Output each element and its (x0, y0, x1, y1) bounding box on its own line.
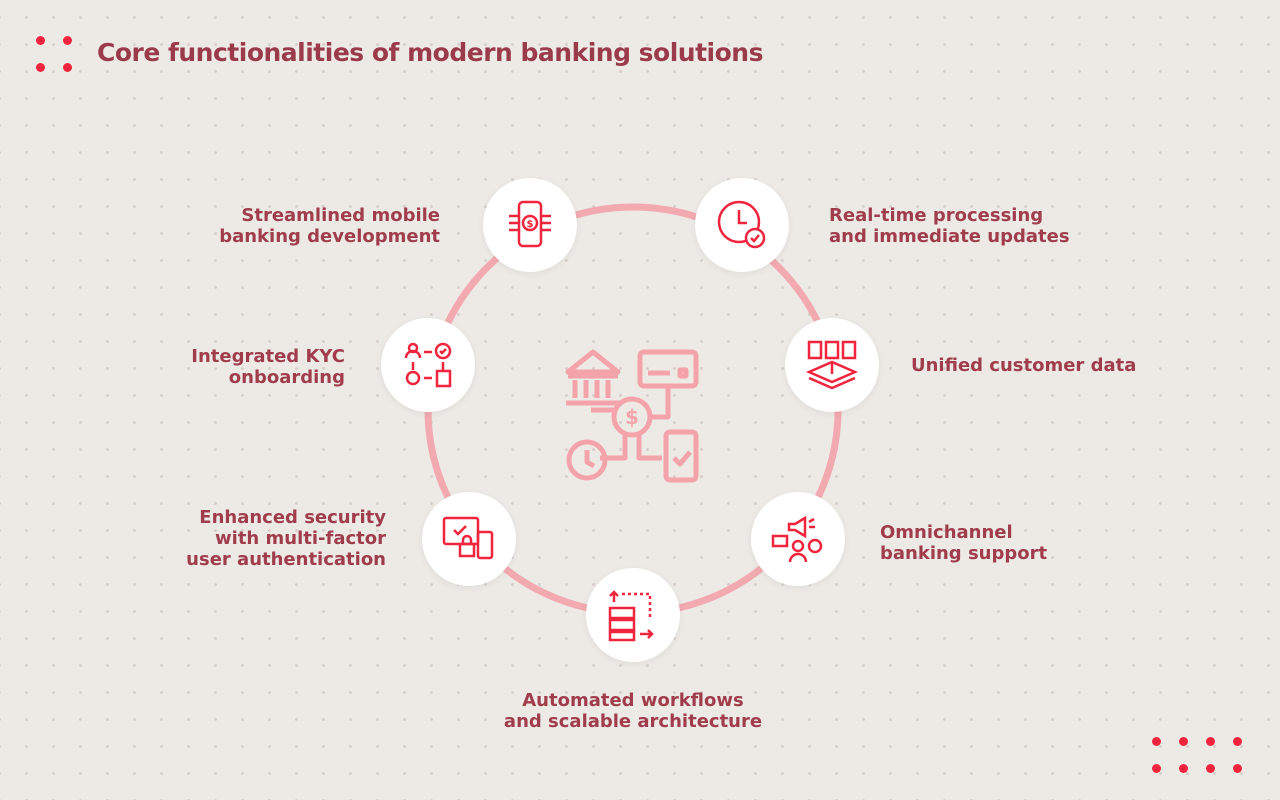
mobile-dollar-icon: $ (509, 200, 551, 248)
label-line: Streamlined mobile (241, 205, 440, 226)
label-line: with multi-factor (215, 528, 386, 549)
node-real-time (695, 178, 789, 272)
label-line: Unified customer data (911, 355, 1137, 376)
node-kyc (381, 318, 475, 412)
node-mobile-banking: $ (483, 178, 577, 272)
label-line: onboarding (228, 367, 345, 388)
label-omnichannel: Omnichannel banking support (880, 522, 1047, 564)
node-omnichannel (751, 492, 845, 586)
svg-text:$: $ (527, 219, 534, 230)
label-line: banking development (219, 226, 440, 247)
label-line: user authentication (186, 549, 386, 570)
node-workflows (586, 568, 680, 662)
label-line: Integrated KYC (191, 346, 345, 367)
workflow-servers-icon (608, 590, 654, 642)
label-line: and immediate updates (829, 226, 1070, 247)
banking-ecosystem-icon: $ (565, 349, 699, 483)
label-real-time: Real-time processing and immediate updat… (829, 205, 1070, 247)
label-line: Omnichannel (880, 522, 1013, 543)
label-mobile-banking: Streamlined mobile banking development (219, 205, 440, 247)
documents-merge-icon (805, 340, 859, 390)
label-line: Enhanced security (199, 507, 386, 528)
svg-text:$: $ (625, 405, 639, 429)
label-line: banking support (880, 543, 1048, 564)
label-workflows: Automated workflows and scalable archite… (483, 690, 783, 732)
label-line: Automated workflows (522, 690, 744, 711)
label-kyc: Integrated KYC onboarding (191, 346, 345, 388)
label-line: and scalable architecture (503, 711, 763, 732)
label-security: Enhanced security with multi-factor user… (186, 507, 386, 570)
megaphone-support-icon (771, 515, 823, 563)
node-security (422, 492, 516, 586)
kyc-flow-icon (404, 342, 452, 388)
page-title: Core functionalities of modern banking s… (97, 38, 763, 67)
label-customer-data: Unified customer data (911, 355, 1136, 376)
clock-check-icon (717, 200, 766, 249)
label-line: Real-time processing (829, 205, 1044, 226)
node-customer-data (785, 318, 879, 412)
secure-devices-icon (442, 516, 494, 560)
